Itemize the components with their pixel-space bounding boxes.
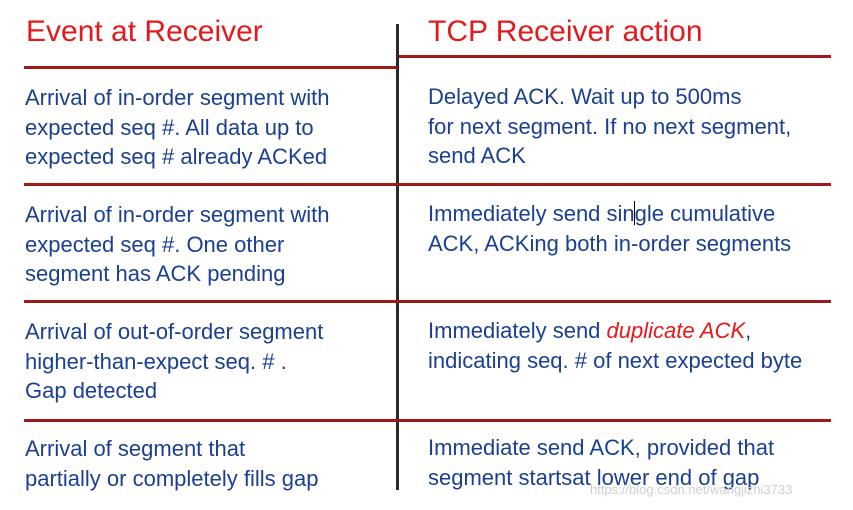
row-2-event-line-2: expected seq #. One other [25, 231, 285, 257]
row-3-event-line-3: Gap detected [25, 378, 158, 403]
row-3-event-line-2: higher-than-expect seq. # . [25, 348, 287, 374]
row-2-event-line-3: segment has ACK pending [25, 261, 286, 286]
row-1-event: Arrival of in-order segment with expecte… [25, 83, 329, 172]
row-divider-1 [24, 183, 831, 186]
watermark-url: https://blog.csdn.net/wangjizhi3733 [590, 482, 793, 497]
row-2-event: Arrival of in-order segment with expecte… [25, 200, 329, 289]
row-1-action-line-3: send ACK [428, 143, 526, 168]
row-2-action-line-1-part-a: Immediately send sin [428, 201, 635, 226]
row-4-action: Immediate send ACK, provided that segmen… [428, 433, 774, 492]
row-4-action-line-1: Immediate send ACK, provided that [428, 435, 775, 460]
row-1-action: Delayed ACK. Wait up to 500ms for next s… [428, 82, 791, 171]
row-4-event: Arrival of segment that partially or com… [25, 434, 318, 493]
row-4-event-line-1: Arrival of segment that [25, 436, 246, 461]
row-3-action-line-1-part-c: , [745, 318, 752, 343]
row-4-action-line-2: segment startsat lower end of gap [428, 464, 760, 490]
row-1-action-line-2: for next segment. If no next segment, [428, 113, 792, 139]
text-cursor [634, 201, 636, 225]
row-divider-3 [24, 419, 831, 422]
rule-under-header-right [399, 55, 831, 58]
row-2-action-line-2: ACK, ACKing both in-order segments [428, 230, 792, 256]
row-1-event-line-2: expected seq #. All data up to [25, 114, 314, 140]
rule-under-header-left [24, 66, 397, 69]
header-event: Event at Receiver [26, 15, 263, 48]
row-4-event-line-2: partially or completely fills gap [25, 465, 319, 491]
row-divider-2 [24, 300, 831, 303]
row-2-action-line-1: Immediately send single cumulative [428, 199, 791, 229]
row-1-event-line-3: expected seq # already ACKed [25, 144, 328, 169]
row-2-event-line-1: Arrival of in-order segment with [25, 202, 330, 227]
row-3-action-line-2: indicating seq. # of next expected byte [428, 347, 803, 373]
row-3-event-line-1: Arrival of out-of-order segment [25, 319, 324, 344]
row-3-event: Arrival of out-of-order segment higher-t… [25, 317, 323, 406]
header-action: TCP Receiver action [428, 15, 703, 48]
column-divider [396, 24, 399, 490]
row-3-action-line-1: Immediately send duplicate ACK, [428, 316, 802, 346]
row-3-action-line-1-part-a: Immediately send [428, 318, 607, 343]
row-1-event-line-1: Arrival of in-order segment with [25, 85, 330, 110]
row-2-action-line-1-part-b: gle cumulative [634, 201, 776, 226]
row-2-action: Immediately send single cumulative ACK, … [428, 199, 791, 258]
row-3-action: Immediately send duplicate ACK, indicati… [428, 316, 802, 375]
row-1-action-line-1: Delayed ACK. Wait up to 500ms [428, 84, 742, 109]
duplicate-ack-emphasis: duplicate ACK [606, 318, 746, 343]
